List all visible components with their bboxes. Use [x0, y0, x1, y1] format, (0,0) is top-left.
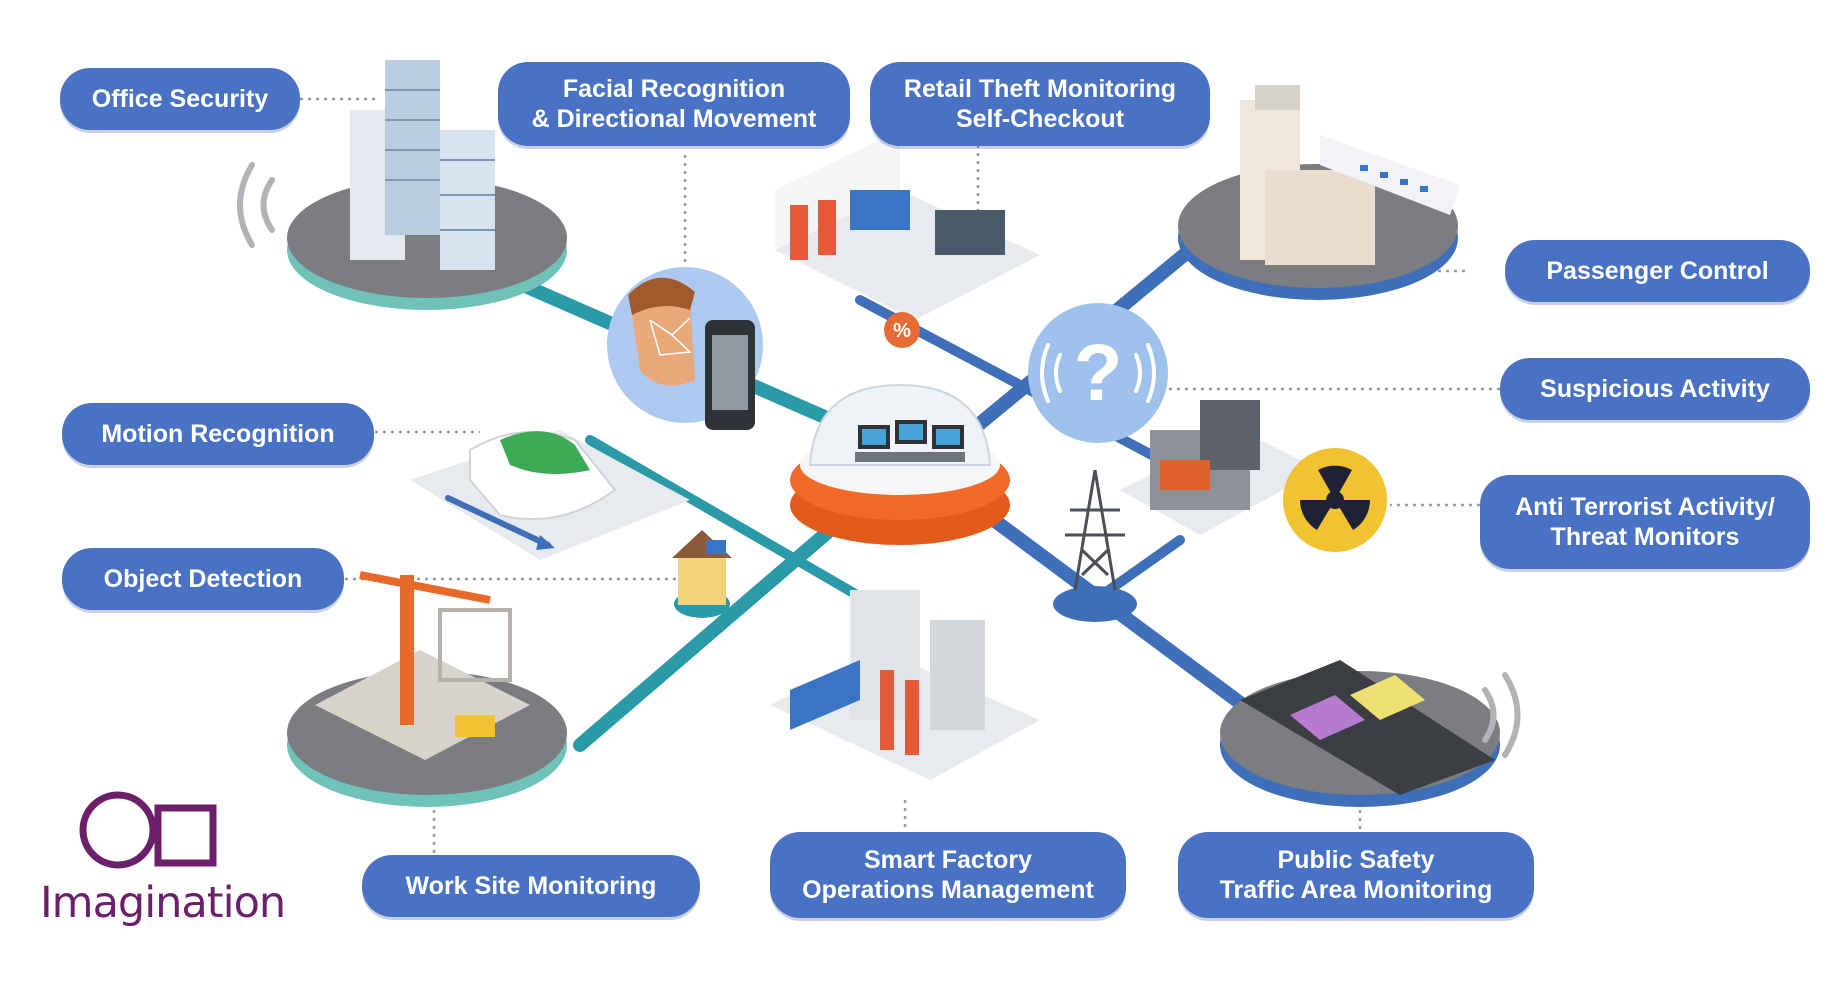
office-platform	[237, 60, 567, 310]
suspicious-activity-bubble: ?	[1028, 303, 1168, 443]
motion-car-scene	[410, 430, 690, 560]
control-center-hub	[790, 383, 1010, 545]
discount-badge	[884, 312, 920, 348]
house-icon	[678, 555, 726, 605]
imagination-logo-text: Imagination	[40, 878, 286, 928]
retail-theft-label: Retail Theft Monitoring Self-Checkout	[870, 62, 1210, 146]
discount-badge-label: %	[893, 320, 911, 342]
airplane-icon	[1320, 135, 1460, 215]
wifi-signal-icon-right	[1482, 672, 1521, 758]
car-icon-purple	[1290, 695, 1365, 740]
passenger-control-label: Passenger Control	[1505, 240, 1810, 302]
facial-recognition-label: Facial Recognition & Directional Movemen…	[498, 62, 850, 146]
chimney-icon	[880, 670, 894, 750]
line-car-factory	[585, 435, 905, 625]
traffic-platform	[1220, 660, 1521, 807]
imagination-logo	[79, 791, 217, 869]
facial-recognition-scene	[607, 267, 763, 430]
solar-panel-icon	[706, 540, 726, 554]
office-security-label: Office Security	[60, 68, 300, 130]
suspicious-activity-label: Suspicious Activity	[1500, 358, 1810, 420]
worksite-platform	[287, 571, 567, 807]
power-tower-icon	[1065, 469, 1125, 591]
house-scene	[672, 530, 732, 605]
junction-tower	[1053, 586, 1137, 622]
object-detection-label: Object Detection	[62, 548, 344, 610]
airport-platform	[1178, 85, 1460, 300]
work-site-monitoring-label: Work Site Monitoring	[362, 855, 700, 917]
anti-terrorist-label: Anti Terrorist Activity/ Threat Monitors	[1480, 475, 1810, 569]
retail-store-scene: %	[775, 130, 1040, 348]
car-icon-yellow	[1350, 675, 1425, 720]
nuclear-plant-scene	[1120, 400, 1387, 552]
smart-factory-label: Smart Factory Operations Management	[770, 832, 1126, 918]
question-mark-icon: ?	[1074, 328, 1123, 417]
wifi-signal-icon-left	[237, 162, 275, 248]
motion-recognition-label: Motion Recognition	[62, 403, 374, 465]
factory-scene	[770, 590, 1040, 780]
crane-icon	[400, 575, 414, 725]
public-safety-label: Public Safety Traffic Area Monitoring	[1178, 832, 1534, 918]
